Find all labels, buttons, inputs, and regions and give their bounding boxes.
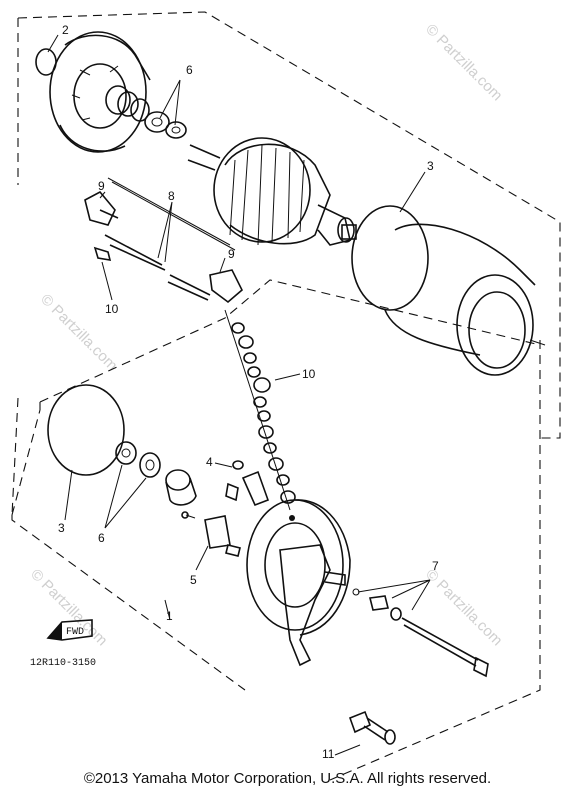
callout-11: 11 [322, 747, 335, 761]
diagram-part-number: 12R110-3150 [30, 658, 96, 669]
callout-6-lower: 6 [98, 531, 105, 545]
callout-leaders [47, 34, 426, 621]
copyright-notice: ©2013 Yamaha Motor Corporation, U.S.A. A… [83, 770, 492, 787]
sub-assembly-boundary-outline [11, 279, 541, 516]
armature [187, 137, 357, 246]
callout-8: 8 [168, 189, 175, 203]
bearing-bushing [165, 469, 197, 506]
part-7-bolts-and-nuts [352, 579, 489, 678]
part-3-o-ring-right [351, 205, 429, 311]
part-6-washers-lower [115, 441, 161, 478]
part-4-brush-holder [225, 460, 270, 507]
part-6-washers-top [144, 79, 187, 139]
watermark: © Partzilla.com [422, 21, 505, 104]
front-direction-arrow: FWD [46, 619, 93, 641]
brush-lead-assembly [84, 177, 243, 304]
callout-2: 2 [62, 23, 69, 37]
callout-numbers: 2 6 3 9 8 9 10 10 4 3 6 5 7 1 11 [58, 23, 439, 761]
callout-9-top: 9 [98, 179, 105, 193]
callout-6-top: 6 [186, 63, 193, 77]
callout-5: 5 [190, 573, 197, 587]
callout-3-left: 3 [58, 521, 65, 535]
part-3-o-ring-left [47, 384, 125, 476]
part-5-brush [181, 511, 241, 557]
callout-3-right: 3 [427, 159, 434, 173]
assembly-boundary-outline [11, 11, 561, 781]
part-11-bolt [334, 710, 396, 756]
part-10-bolts-and-washers [224, 309, 296, 511]
yoke-housing [384, 223, 546, 376]
cover-shaft-washers [105, 85, 150, 122]
callout-4: 4 [206, 455, 213, 469]
callout-9-lower: 9 [228, 247, 235, 261]
front-cover [49, 31, 151, 153]
callout-1: 1 [166, 609, 173, 623]
front-arrow-label: FWD [66, 627, 84, 638]
callout-7: 7 [432, 559, 439, 573]
callout-10-left: 10 [105, 302, 119, 316]
callout-10-center: 10 [302, 367, 316, 381]
rear-cover [246, 499, 351, 667]
